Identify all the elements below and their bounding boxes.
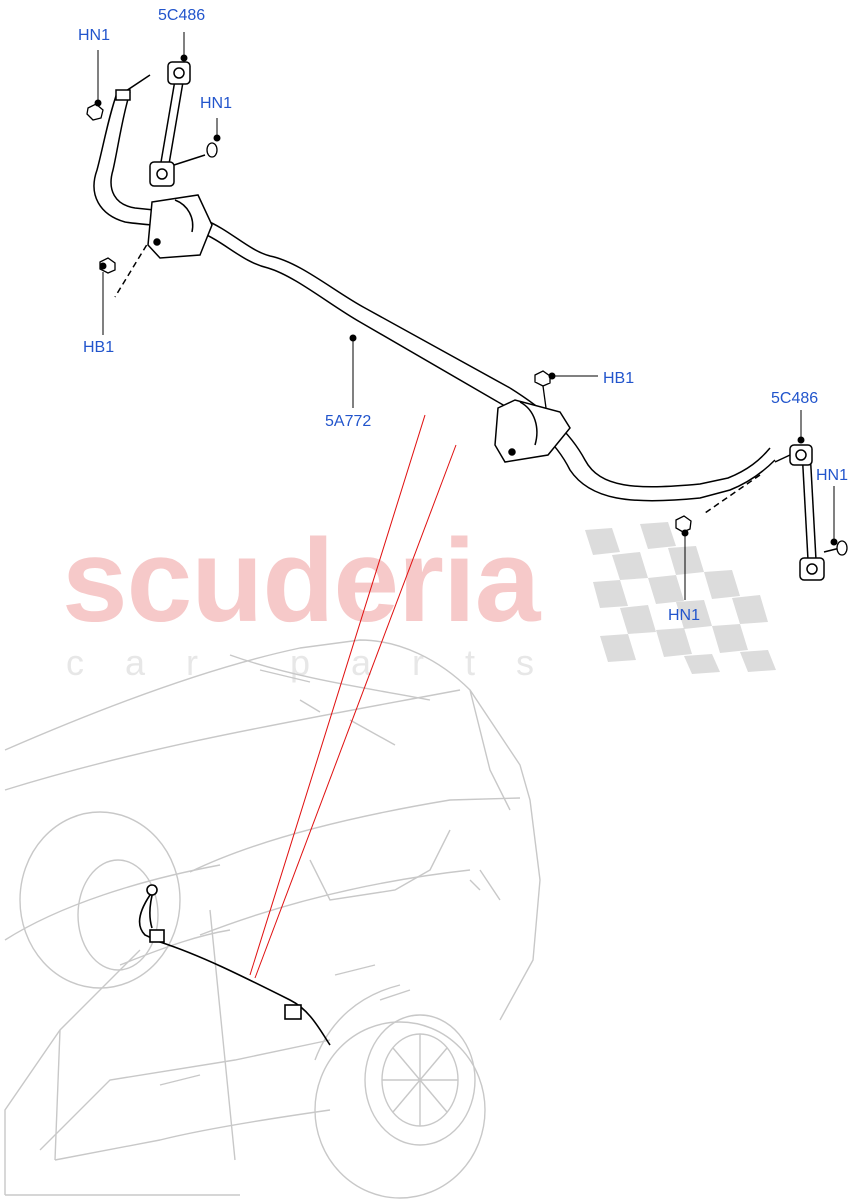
washer-hn1-right [836,540,848,556]
left-bush-bracket [147,194,213,259]
washer-hn1-top-mid [206,142,218,158]
callout-hn1-top-left[interactable]: HN1 [78,27,111,44]
nut-hn1-top-left [86,103,104,121]
leader-lines [97,32,835,600]
callout-5c486-left[interactable]: 5C486 [158,7,206,24]
stabilizer-bar [93,89,776,514]
callout-hb1-right[interactable]: HB1 [603,370,635,387]
vehicle-outline [4,639,541,1199]
right-bush-bracket [494,399,571,463]
watermark-brand: scuderia [62,515,540,647]
callout-hn1-lower[interactable]: HN1 [668,607,701,624]
callout-5c486-right[interactable]: 5C486 [771,390,819,407]
hardware [86,103,848,556]
nut-hn1-lower [675,515,692,533]
vehicle-stabilizer-bar [138,884,331,1046]
callout-hn1-top-mid[interactable]: HN1 [200,95,233,112]
callout-5a772[interactable]: 5A772 [325,413,372,430]
leader-dots [94,54,838,546]
checkered-flag-watermark [585,522,776,674]
left-drop-link [115,61,206,187]
right-drop-link [774,444,841,581]
locator-lines [249,414,457,979]
callout-hb1-left[interactable]: HB1 [83,339,115,356]
bolt-hb1-right [534,370,551,387]
callout-hn1-right[interactable]: HN1 [816,467,849,484]
